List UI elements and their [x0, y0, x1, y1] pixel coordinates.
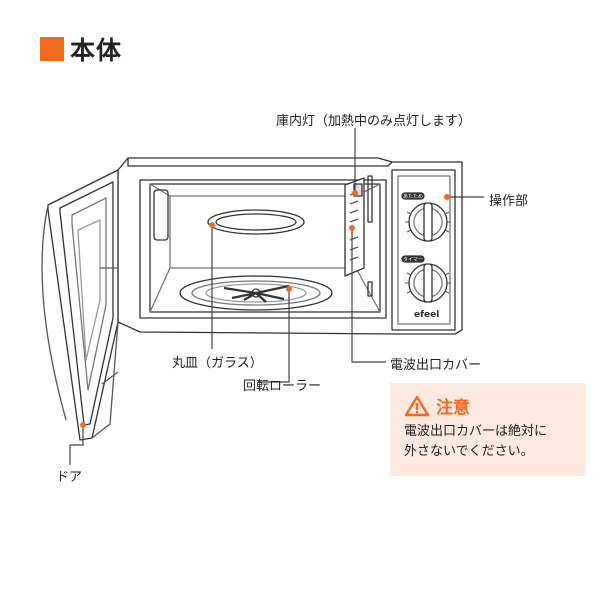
label-door: ドア	[56, 470, 83, 485]
brand-logo: efeel	[414, 310, 439, 320]
label-plate: 丸皿（ガラス）	[172, 356, 263, 371]
label-controls: 操作部	[489, 194, 529, 209]
section-title: 本体	[70, 36, 123, 65]
label-roller: 回転ローラー	[243, 379, 322, 394]
dial-top-label: あたため	[403, 194, 423, 200]
caution-body: 電波出口カバーは絶対に 外さないでください。	[404, 424, 548, 459]
label-lamp: 庫内灯（加熱中のみ点灯します）	[276, 114, 472, 129]
microwave-body	[41, 157, 463, 441]
caution-header: 注意	[404, 393, 585, 418]
caution-title: 注意	[436, 398, 470, 418]
leader-lines	[69, 128, 484, 465]
heading-marker	[40, 37, 64, 61]
dial-bottom-label: タイマー	[403, 256, 423, 263]
warning-triangle-icon	[404, 395, 430, 416]
label-cover: 電波出口カバー	[390, 358, 482, 373]
callout-dot-icon	[80, 190, 450, 428]
caution-box: 注意 電波出口カバーは絶対に 外さないでください。	[390, 383, 585, 476]
section-heading: 本体	[40, 34, 123, 65]
